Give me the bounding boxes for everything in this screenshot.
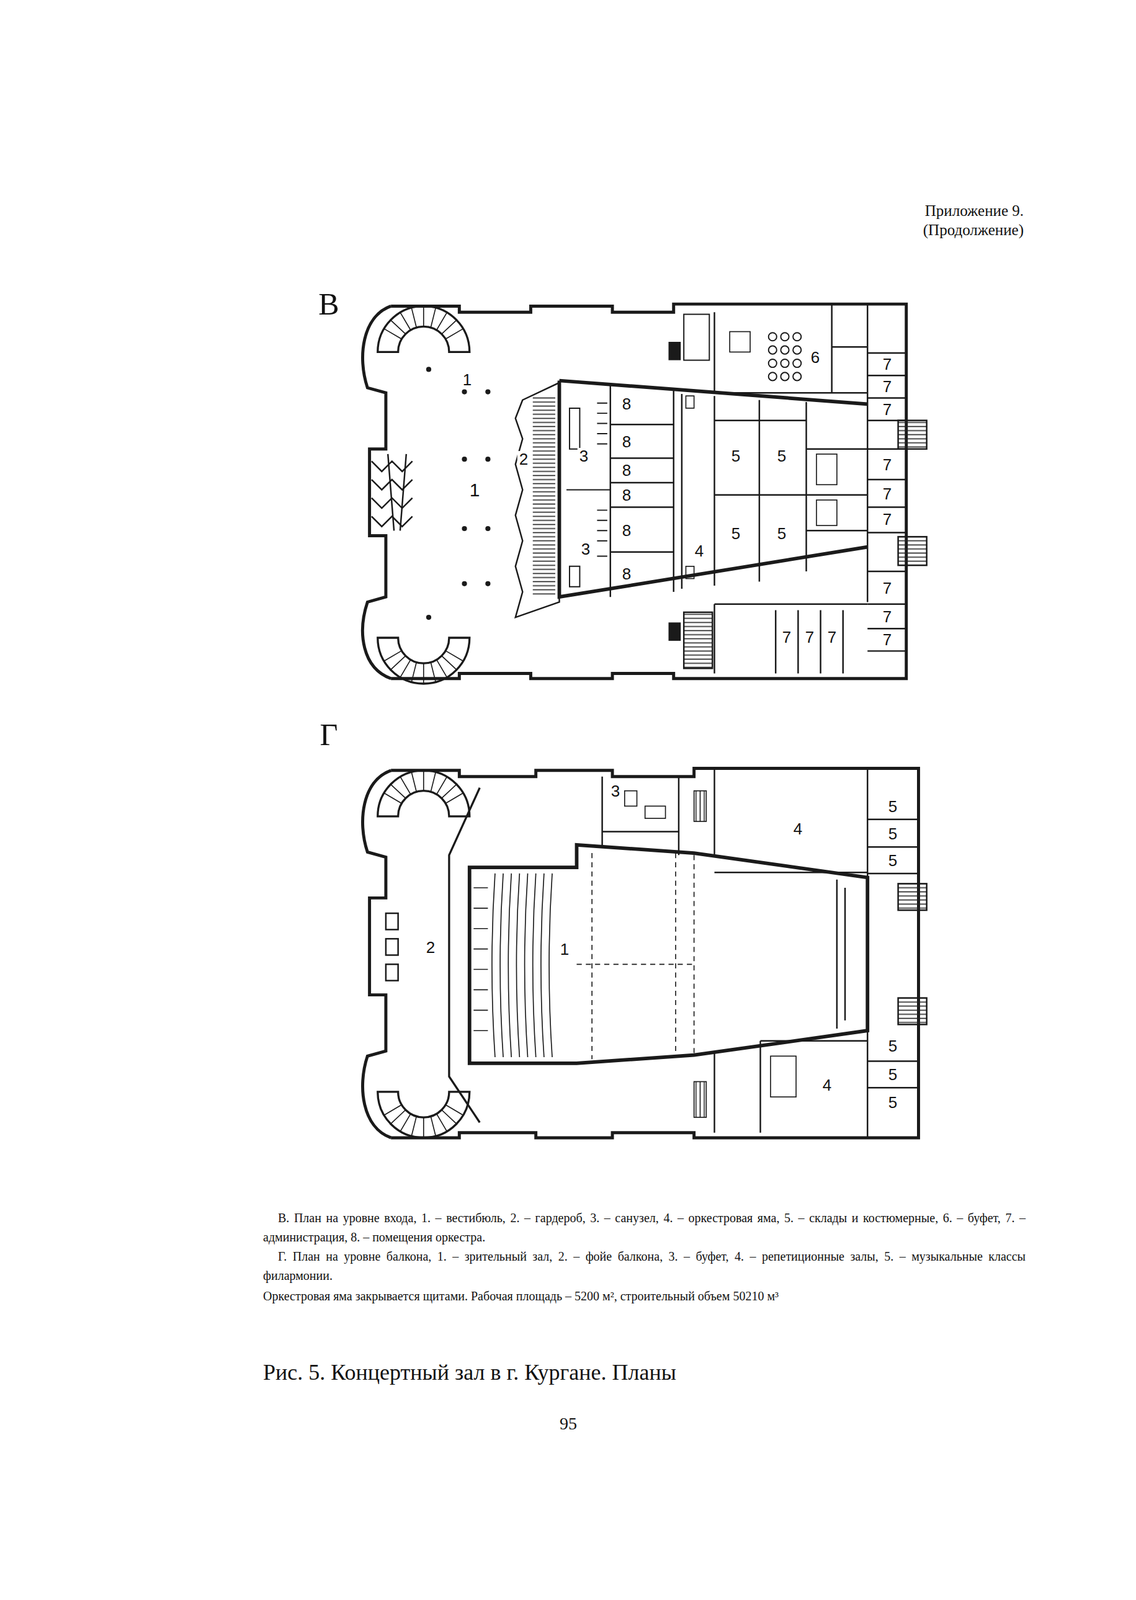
room-number: 5 — [729, 447, 743, 465]
room-number: 8 — [620, 565, 633, 582]
room-number: 1 — [467, 480, 483, 500]
room-number: 5 — [775, 525, 788, 542]
room-number: 5 — [775, 447, 788, 465]
figure-caption: Рис. 5. Концертный зал в г. Кургане. Пла… — [263, 1359, 677, 1386]
room-number: 6 — [809, 349, 822, 366]
room-number: 5 — [729, 525, 743, 542]
room-number: 5 — [886, 852, 899, 869]
room-number: 7 — [780, 629, 793, 646]
room-number: 8 — [620, 395, 633, 412]
room-number: 1 — [460, 371, 474, 388]
room-number: 8 — [620, 487, 633, 504]
room-number: 2 — [517, 451, 530, 468]
room-number: 5 — [886, 1094, 899, 1111]
legend-paragraph: Оркестровая яма закрывается щитами. Рабо… — [263, 1286, 1026, 1306]
legend-paragraph: Г. План на уровне балкона, 1. – зрительн… — [263, 1247, 1026, 1286]
room-number: 5 — [886, 1037, 899, 1055]
room-number: 2 — [424, 939, 437, 956]
room-number: 7 — [881, 608, 894, 625]
room-number: 7 — [881, 511, 894, 528]
plan-letter: Г — [320, 716, 339, 753]
room-number: 7 — [881, 456, 894, 473]
room-number: 7 — [825, 629, 839, 646]
room-number: 3 — [579, 541, 592, 558]
page-header: Приложение 9. — [925, 202, 1024, 220]
room-number: 8 — [620, 433, 633, 450]
plan-letter: В — [318, 286, 339, 323]
room-number: 5 — [886, 798, 899, 815]
legend-paragraph: В. План на уровне входа, 1. – вестибюль,… — [263, 1208, 1026, 1248]
room-number: 7 — [881, 631, 894, 648]
room-number: 7 — [881, 580, 894, 597]
room-number: 7 — [881, 378, 894, 395]
room-number: 7 — [881, 356, 894, 373]
room-number: 1 — [558, 941, 571, 958]
room-number: 4 — [820, 1077, 834, 1094]
room-number: 5 — [886, 825, 899, 842]
room-number: 8 — [620, 462, 633, 479]
room-number: 7 — [803, 629, 816, 646]
room-number: 7 — [881, 401, 894, 418]
room-number: 3 — [609, 782, 622, 800]
room-number: 8 — [620, 522, 633, 539]
room-number: 3 — [577, 447, 591, 465]
room-number: 4 — [791, 820, 805, 837]
page-number: 95 — [559, 1413, 577, 1434]
page-header: (Продолжение) — [923, 221, 1024, 239]
room-number: 7 — [881, 485, 894, 502]
room-number: 4 — [693, 542, 706, 560]
room-number: 5 — [886, 1066, 899, 1083]
